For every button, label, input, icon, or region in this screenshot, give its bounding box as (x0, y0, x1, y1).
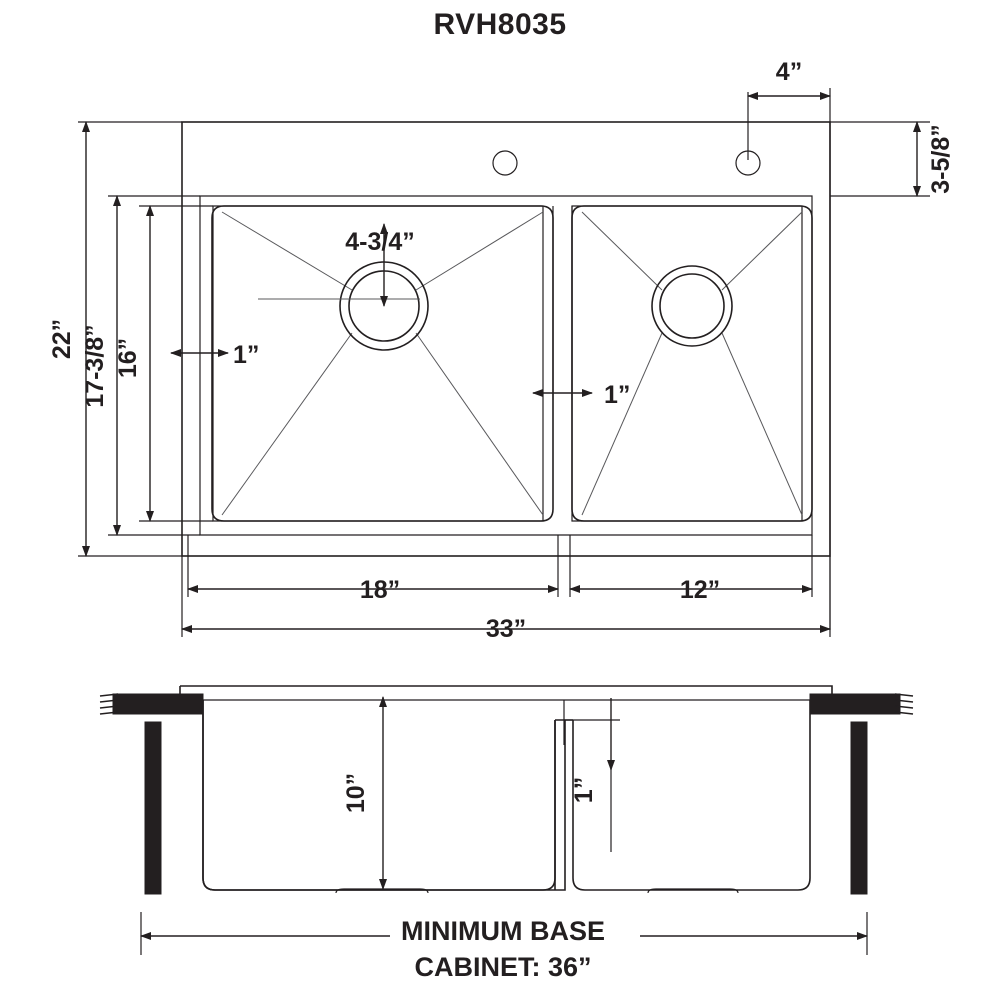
right-bowl-corner-line-bl (581, 332, 663, 516)
right-bowl-corner-line-tl (581, 211, 663, 291)
countertop-hatch-right (894, 693, 914, 715)
dim-rim-left: 1” (170, 341, 259, 369)
countertop-hatch-left (99, 693, 119, 715)
front-section-view: 10” 1” MINIMUM BASE CABINET: 36” (99, 685, 914, 982)
cabinet-wall-left (144, 721, 162, 895)
right-drain-outer-ring (651, 265, 733, 347)
dim-overall-width: 33” (181, 556, 831, 643)
dim-label-bowl-inner-depth: 16” (114, 338, 142, 378)
dim-label-bowl-depth: 10” (342, 773, 370, 813)
section-left-bowl-outline (202, 700, 566, 891)
dim-label-rim-left: 1” (233, 341, 259, 369)
dim-label-divider-width: 1” (604, 381, 630, 409)
left-bowl-corner-line-bl (221, 332, 353, 516)
dim-label-faucet-offset: 4” (776, 58, 802, 86)
left-bowl-corner-line-tl (221, 211, 353, 291)
page-title: RVH8035 (433, 8, 567, 41)
countertop-slab-left (112, 693, 204, 715)
section-left-bowl-body (202, 700, 556, 891)
top-view: 4” 3-5/8” 22” 17-3/8” (48, 58, 955, 643)
dim-label-right-bowl-width: 12” (680, 576, 720, 604)
sink-deck-outline (181, 121, 831, 557)
dim-right-bowl-width: 12” (569, 535, 813, 604)
dim-label-drain-offset: 4-3/4” (345, 228, 414, 256)
left-bowl-outline (211, 205, 554, 522)
dim-label-overall-depth: 22” (48, 319, 76, 359)
dim-bowl-inner-depth: 16” (114, 205, 213, 522)
section-right-bowl-body (572, 700, 811, 891)
right-bowl-corner-line-br (721, 332, 803, 516)
dim-label-bowl-outer-depth: 17-3/8” (81, 324, 109, 407)
dim-minimum-base-cabinet: MINIMUM BASE CABINET: 36” (140, 912, 868, 982)
caption-line-2: CABINET: 36” (414, 952, 591, 982)
dim-label-left-bowl-width: 18” (360, 576, 400, 604)
right-bowl-outline (571, 205, 813, 522)
cabinet-wall-right (850, 721, 868, 895)
dim-label-deck-rear-depth: 3-5/8” (927, 124, 955, 193)
sink-rim-inner-outline (199, 195, 813, 536)
dim-divider-width: 1” (532, 206, 630, 409)
dim-deck-rear-depth: 3-5/8” (830, 121, 955, 197)
dim-label-overall-width: 33” (486, 615, 526, 643)
section-rim-top (180, 685, 833, 700)
dim-bowl-depth: 10” (342, 696, 387, 890)
faucet-hole-left (492, 150, 518, 176)
right-bowl (571, 205, 813, 522)
caption-backdrop (390, 916, 640, 950)
dim-label-divider-drop: 1” (570, 777, 598, 803)
dim-bowl-outer-depth: 17-3/8” (81, 195, 200, 536)
caption-line-1: MINIMUM BASE (401, 916, 605, 946)
left-bowl-corner-line-br (415, 332, 544, 516)
left-bowl-corner-line-tr (415, 211, 544, 291)
dim-left-bowl-width: 18” (187, 535, 559, 604)
right-drain-inner-ring (659, 273, 725, 339)
dim-overall-depth: 22” (48, 121, 182, 557)
right-bowl-corner-line-tr (721, 211, 803, 291)
dim-divider-drop: 1” (563, 698, 620, 852)
section-right-drain-pad (647, 888, 739, 894)
section-left-drain-pad (335, 888, 429, 894)
right-bowl-outer-edge (571, 205, 803, 522)
countertop-slab-right (809, 693, 901, 715)
dim-drain-offset: 4-3/4” (345, 223, 415, 307)
dim-faucet-hole-offset: 4” (747, 58, 831, 630)
